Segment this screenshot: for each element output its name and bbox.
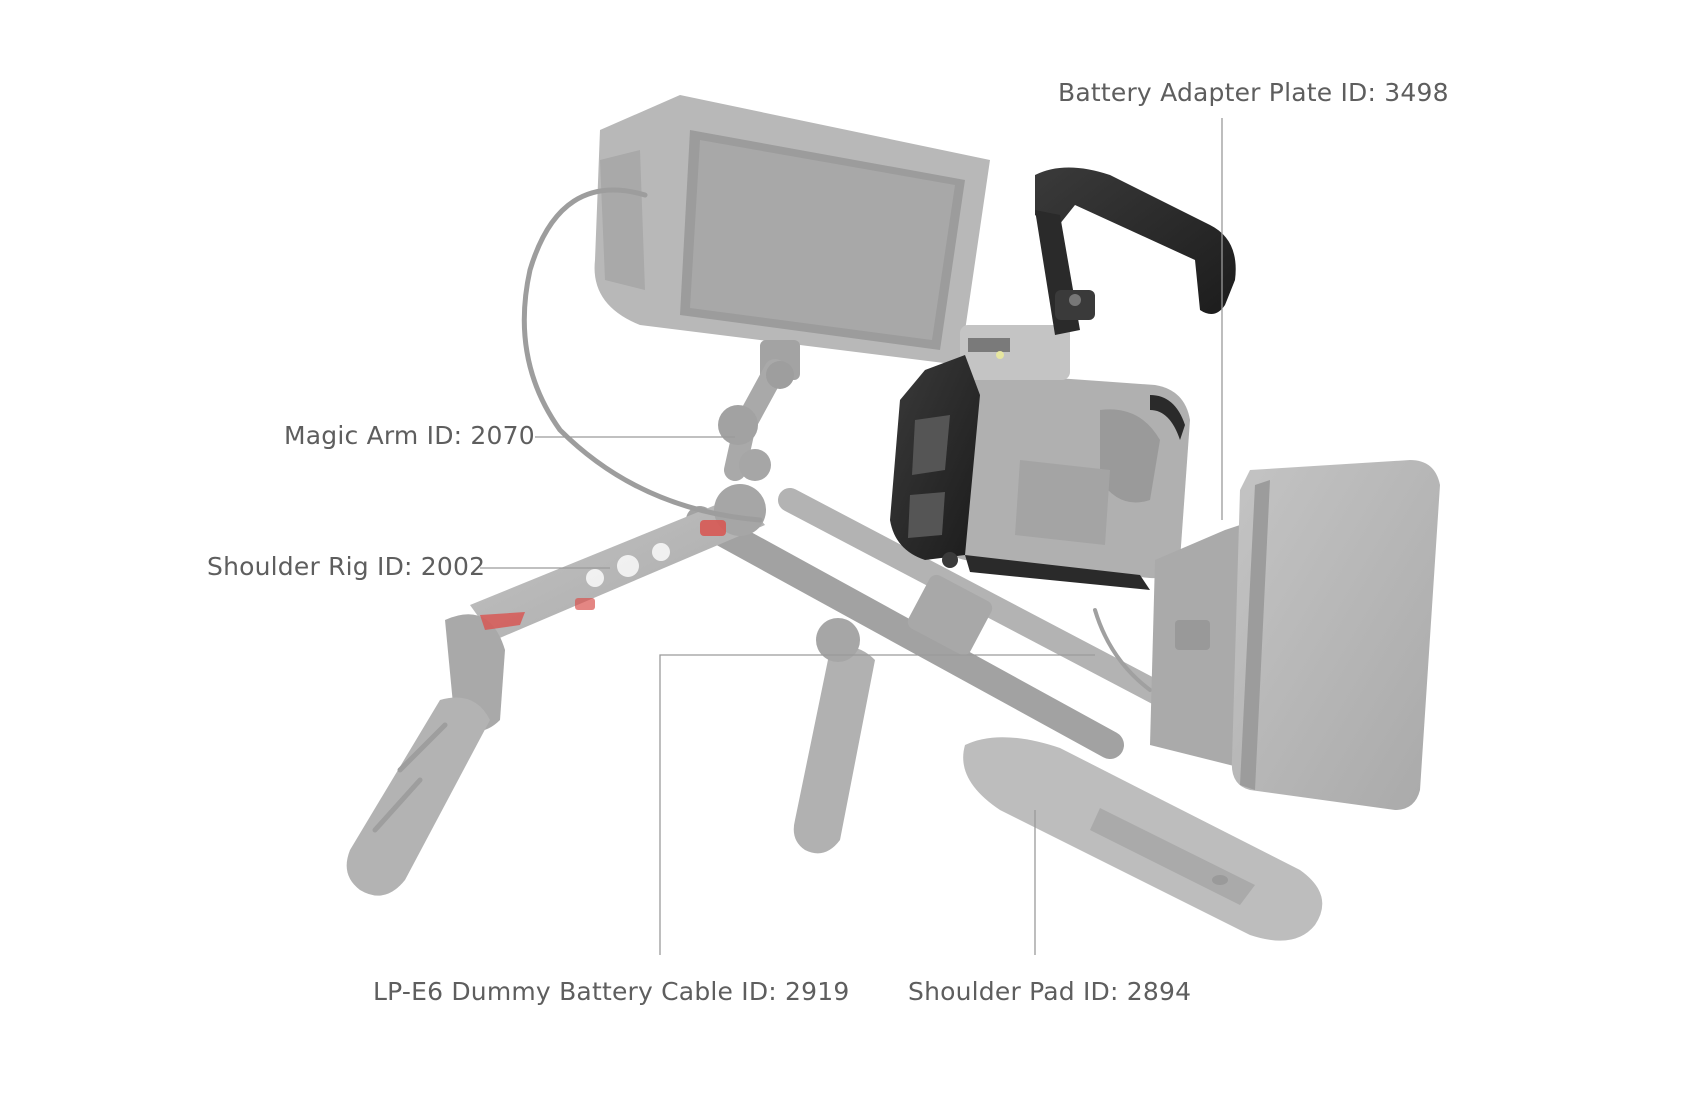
label-shoulder-rig: Shoulder Rig ID: 2002: [207, 552, 486, 581]
shoulder-rig-arm: [470, 484, 766, 640]
monitor: [594, 95, 990, 380]
top-handle: [1035, 167, 1236, 335]
label-magic-arm: Magic Arm ID: 2070: [284, 421, 535, 450]
right-handle: [793, 618, 875, 854]
rod-pair: [686, 488, 1192, 759]
camera-body: [940, 325, 1190, 579]
battery-adapter-plate: [1150, 520, 1255, 770]
dummy-battery-cable: [1093, 608, 1152, 692]
v-mount-battery: [1231, 460, 1440, 810]
label-dummy-battery-cable: LP-E6 Dummy Battery Cable ID: 2919: [373, 977, 850, 1006]
label-battery-adapter-plate: Battery Adapter Plate ID: 3498: [1058, 78, 1449, 107]
camera-cage: [890, 355, 1185, 590]
leader-dummy-battery-cable: [659, 654, 1095, 955]
leader-lines: [480, 118, 1223, 955]
left-handle: [346, 612, 525, 896]
monitor-cable: [521, 187, 763, 523]
magic-arm: [718, 359, 794, 481]
shoulder-pad: [963, 737, 1323, 941]
label-shoulder-pad: Shoulder Pad ID: 2894: [908, 977, 1192, 1006]
